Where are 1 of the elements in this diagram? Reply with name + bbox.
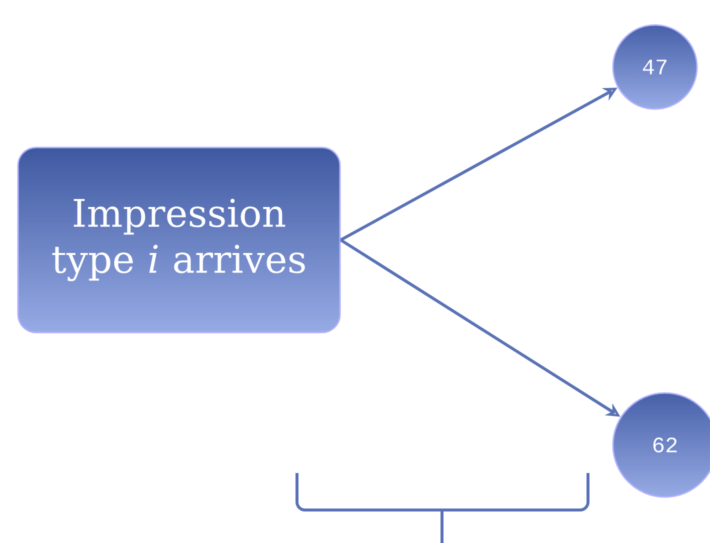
process-box: Impression type i arrives [17, 146, 341, 334]
